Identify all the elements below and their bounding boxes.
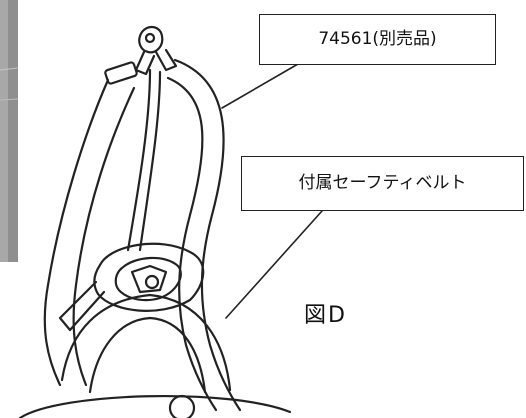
base-top [18,394,292,418]
strap-left-outer [43,78,110,387]
leader-line-part [221,63,299,109]
strap-right-inner [166,76,218,412]
buckle-inner [114,256,182,302]
figure-caption: 図D [304,303,347,328]
included-belt-text: 付属セーフティベルト [298,173,467,193]
strap-middle-2 [138,70,162,252]
clip-icon [134,25,178,76]
base-knob [168,394,196,418]
part-number-callout: 74561(別売品) [259,14,496,65]
adjuster-icon [104,61,138,85]
included-belt-callout: 付属セーフティベルト [241,156,524,211]
part-number-text: 74561(別売品) [318,29,437,49]
lower-arch-outer [60,293,232,392]
buckle-plate [93,242,205,312]
strap-right-outer [173,58,242,412]
strap-end [58,280,106,332]
lower-arch-inner [88,316,207,394]
photo-inset-edge [0,0,19,262]
strap-left-inner [72,86,136,387]
leader-line-belt [225,210,323,319]
strap-middle [126,68,152,252]
